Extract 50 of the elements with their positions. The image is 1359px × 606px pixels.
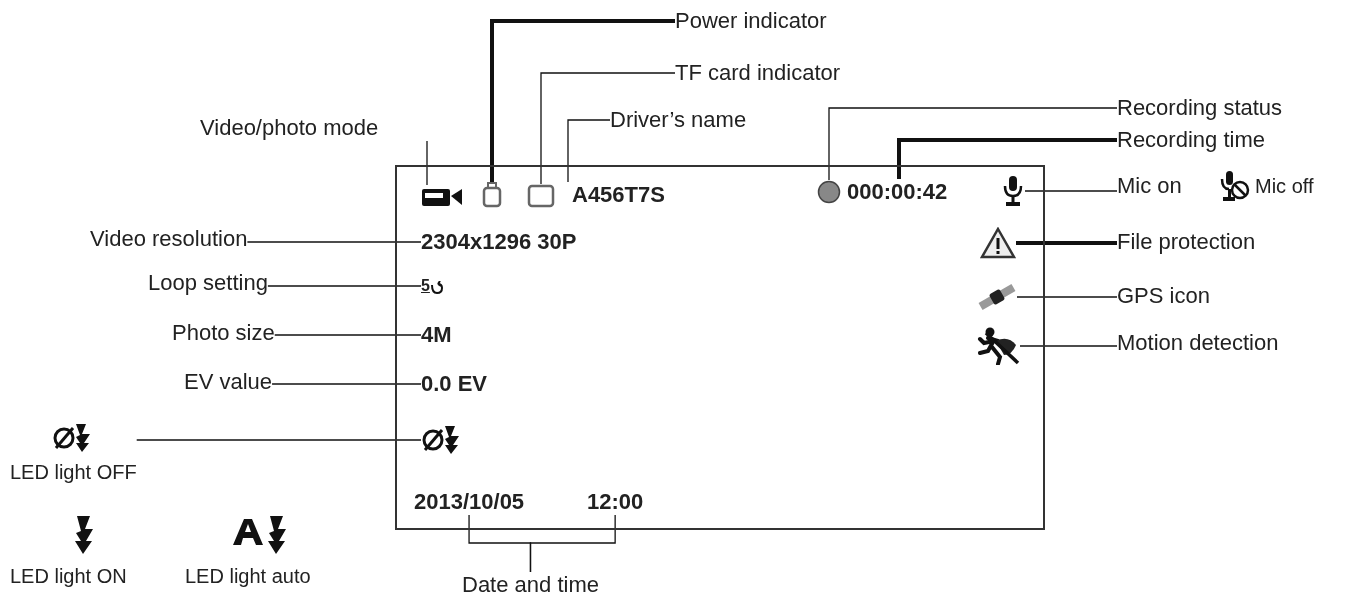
leader-line	[246, 241, 422, 243]
icon-caption: LED light OFF	[10, 460, 137, 485]
driver-name-text: A456T7S	[572, 182, 665, 208]
bracket-line	[529, 514, 616, 573]
callout-label: GPS icon	[1117, 283, 1210, 309]
leader-line	[490, 19, 675, 182]
leader-line	[426, 140, 428, 186]
photo-size-text: 4M	[421, 322, 452, 348]
satellite-icon	[977, 283, 1017, 311]
leader-line	[540, 72, 676, 185]
leader-line	[1016, 296, 1118, 298]
leader-line	[271, 383, 422, 385]
callout-label: Mic on	[1117, 173, 1182, 199]
leader-line	[828, 107, 1118, 181]
callout-label: Date and time	[462, 572, 599, 598]
callout-label: Loop setting	[148, 270, 268, 296]
icon-caption: LED light ON	[10, 564, 127, 589]
callout-label: TF card indicator	[675, 60, 841, 86]
screen-frame	[395, 165, 1045, 530]
resolution-text: 2304x1296 30P	[421, 229, 577, 255]
callout-label: Recording status	[1117, 95, 1283, 121]
date-text: 2013/10/05	[414, 489, 525, 515]
leader-line	[267, 285, 422, 287]
callout-label: Power indicator	[675, 8, 827, 34]
microphone-icon	[1001, 175, 1025, 207]
warning-icon	[980, 227, 1016, 259]
callout-label: EV value	[184, 369, 273, 395]
icon-caption: LED light auto	[185, 564, 311, 589]
callout-label: Driver’s name	[610, 107, 747, 133]
leader-line	[1016, 241, 1117, 245]
leader-line	[1019, 345, 1118, 347]
leader-line	[1024, 190, 1118, 192]
ev-value-text: 0.0 EV	[421, 371, 488, 397]
callout-label: Video/photo mode	[200, 115, 379, 141]
callout-label: Video resolution	[90, 226, 248, 252]
callout-label: Motion detection	[1117, 330, 1279, 356]
icon-caption: Mic off	[1255, 174, 1314, 199]
power-icon	[482, 182, 502, 208]
recording-dot-icon	[817, 180, 841, 204]
leader-line	[567, 119, 611, 183]
callout-label: File protection	[1117, 229, 1256, 255]
callout-label: Photo size	[172, 320, 275, 346]
time-text: 12:00	[587, 489, 644, 515]
recording-time-text: 000:00:42	[847, 179, 948, 205]
leader-line	[274, 334, 422, 336]
memory-card-icon	[527, 184, 555, 208]
loop-minutes-text: 5	[421, 276, 430, 296]
leader-line	[897, 138, 1117, 179]
leader-line	[136, 439, 422, 441]
callout-label: Recording time	[1117, 127, 1265, 153]
